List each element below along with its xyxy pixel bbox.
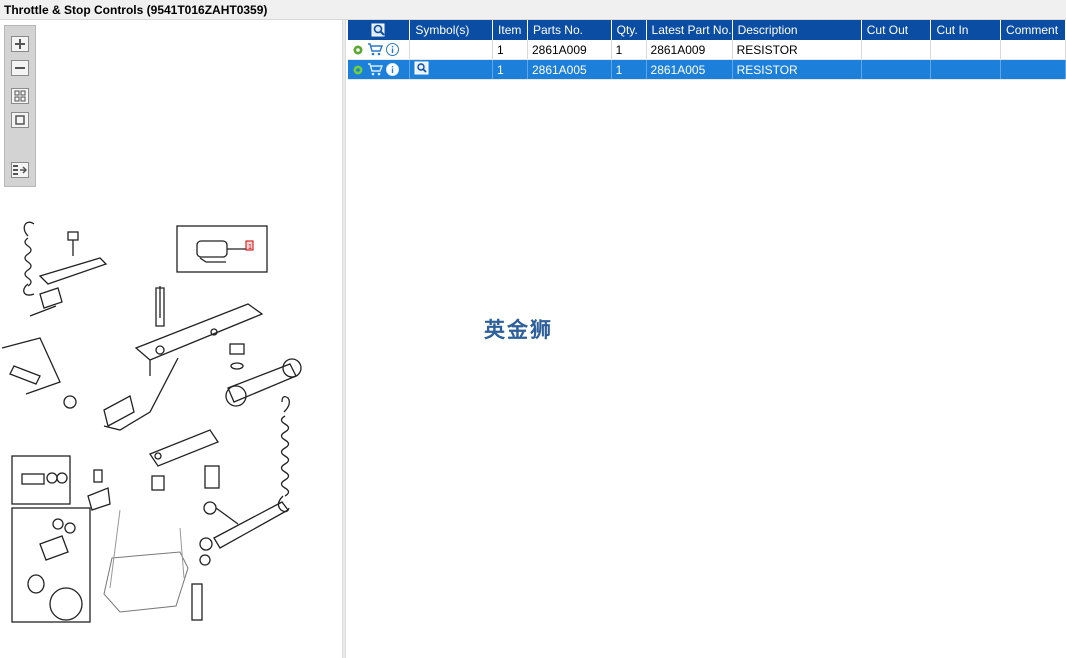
cart-icon[interactable]	[367, 43, 383, 56]
gear-icon[interactable]	[352, 64, 364, 76]
cell-latest-part-no: 2861A005	[646, 59, 733, 80]
cell-symbols	[409, 40, 494, 60]
search-icon	[371, 23, 385, 37]
parts-table: Symbol(s) Item Parts No. Qty. Latest Par…	[348, 20, 1066, 80]
fit-all-button[interactable]	[11, 88, 29, 104]
row-actions	[348, 40, 411, 60]
header-item[interactable]: Item	[492, 20, 528, 40]
cell-symbols[interactable]	[409, 59, 494, 80]
cell-description: RESISTOR	[732, 59, 862, 80]
book-search-icon[interactable]	[414, 61, 430, 75]
actual-size-button[interactable]	[11, 112, 29, 128]
zoom-in-button[interactable]	[11, 36, 29, 52]
cell-cut-in	[930, 59, 1002, 80]
cell-item: 1	[492, 40, 528, 60]
plus-icon	[15, 39, 25, 49]
cell-parts-no: 2861A009	[527, 40, 612, 60]
header-parts-no[interactable]: Parts No.	[527, 20, 612, 40]
cell-cut-out	[861, 59, 932, 80]
exploded-parts-diagram[interactable]: 1	[0, 198, 342, 638]
minus-icon	[15, 67, 25, 69]
diagram-viewer[interactable]: 1	[0, 20, 342, 658]
cell-latest-part-no: 2861A009	[646, 40, 733, 60]
header-cut-in[interactable]: Cut In	[930, 20, 1002, 40]
gear-icon[interactable]	[352, 44, 364, 56]
export-button[interactable]	[11, 162, 29, 178]
parts-list-pane: Symbol(s) Item Parts No. Qty. Latest Par…	[346, 20, 1066, 658]
header-latest-part-no[interactable]: Latest Part No.	[646, 20, 733, 40]
header-symbols[interactable]: Symbol(s)	[409, 20, 494, 40]
cell-comment	[1000, 59, 1066, 80]
info-icon[interactable]	[386, 43, 399, 56]
cell-cut-out	[861, 40, 932, 60]
title-bar: Throttle & Stop Controls (9541T016ZAHT03…	[0, 0, 1066, 20]
header-description[interactable]: Description	[732, 20, 862, 40]
cell-comment	[1000, 40, 1066, 60]
callout-marker[interactable]	[245, 240, 254, 251]
cell-qty: 1	[611, 59, 647, 80]
table-row[interactable]: 1 2861A009 1 2861A009 RESISTOR	[348, 40, 1066, 60]
cell-parts-no: 2861A005	[527, 59, 612, 80]
zoom-out-button[interactable]	[11, 60, 29, 76]
grid-icon	[14, 90, 26, 102]
table-row[interactable]: 1 2861A005 1 2861A005 RESISTOR	[348, 59, 1066, 80]
row-actions	[348, 59, 411, 80]
window-title: Throttle & Stop Controls (9541T016ZAHT03…	[4, 3, 268, 17]
cart-icon[interactable]	[367, 63, 383, 76]
header-cut-out[interactable]: Cut Out	[861, 20, 932, 40]
pane-splitter[interactable]	[342, 20, 346, 658]
callout-label: 1	[248, 244, 252, 251]
table-header-row: Symbol(s) Item Parts No. Qty. Latest Par…	[348, 20, 1066, 40]
cell-item: 1	[492, 59, 528, 80]
cell-cut-in	[930, 40, 1002, 60]
cell-qty: 1	[611, 40, 647, 60]
header-qty[interactable]: Qty.	[611, 20, 647, 40]
cell-description: RESISTOR	[732, 40, 862, 60]
info-icon[interactable]	[386, 63, 399, 76]
square-icon	[15, 115, 25, 125]
header-comment[interactable]: Comment	[1000, 20, 1066, 40]
watermark-logo-text: 英金狮	[484, 318, 553, 342]
list-arrow-icon	[13, 165, 28, 175]
viewer-toolbar	[4, 25, 36, 187]
header-tools[interactable]	[348, 20, 411, 40]
